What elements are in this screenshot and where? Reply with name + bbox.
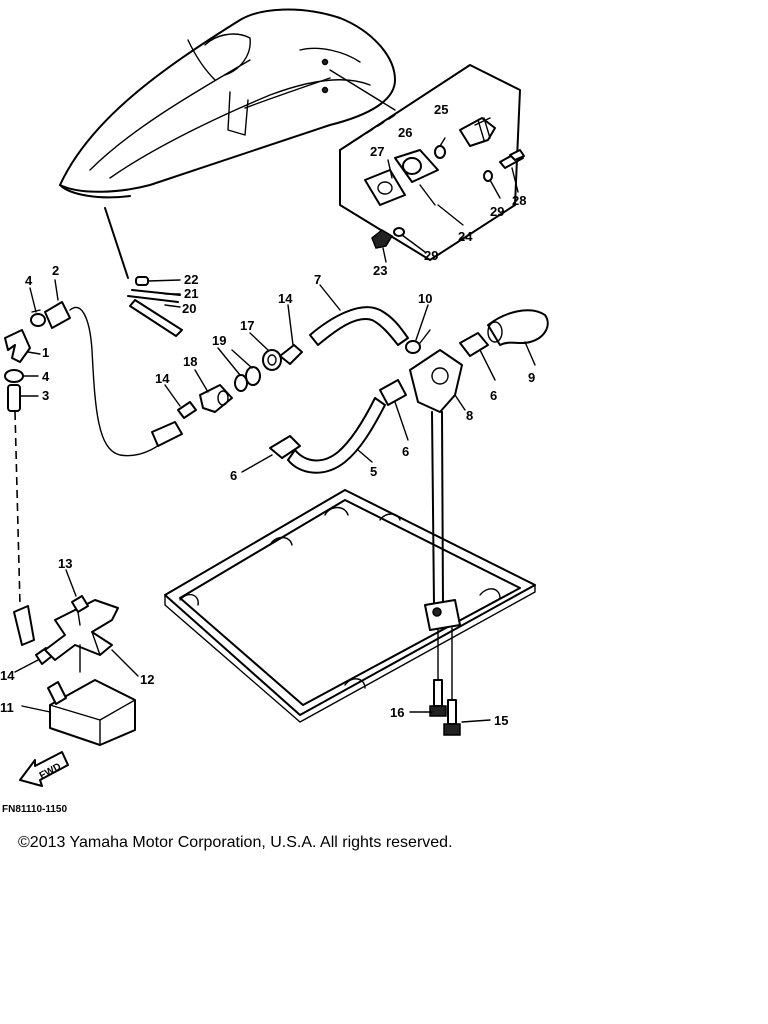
part-14-clamp-mid [279, 344, 303, 365]
label-part-3: 3 [42, 388, 49, 403]
part-4-clamp-lower [4, 369, 24, 383]
part-number-labels: 25 26 27 28 29 24 29 23 22 21 20 2 4 1 4… [0, 102, 535, 728]
part-13-screw [71, 595, 89, 626]
label-part-4-upper: 4 [25, 273, 33, 288]
label-part-28: 28 [512, 193, 526, 208]
part-3-pipe [7, 384, 21, 412]
part-7-hose [309, 306, 409, 346]
part-6-clamp-center [379, 379, 407, 406]
part-8-fitting [409, 349, 463, 413]
label-part-1: 1 [42, 345, 49, 360]
label-part-20: 20 [182, 301, 196, 316]
label-part-29-upper: 29 [490, 204, 504, 219]
part-26-washer [434, 145, 446, 159]
label-part-6-center: 6 [402, 444, 409, 459]
label-part-5: 5 [370, 464, 377, 479]
part-6-clamp-lower [269, 435, 301, 459]
part-23-nut [371, 229, 394, 249]
part-10-cap [405, 329, 431, 354]
part-15-bolt [443, 699, 461, 736]
label-part-23: 23 [373, 263, 387, 278]
part-6-clamp-right [459, 332, 489, 357]
part-14-clamp-left [177, 401, 197, 419]
part-28-bolt [499, 149, 525, 169]
fitting-group-outline [339, 64, 521, 261]
label-part-19: 19 [212, 333, 226, 348]
part-1-elbow [4, 329, 31, 363]
label-part-29-lower: 29 [424, 248, 438, 263]
part-12-bracket [44, 599, 119, 661]
part-11-filter-box [47, 679, 136, 746]
part-24-fitting [394, 149, 439, 206]
label-part-4-lower: 4 [42, 369, 50, 384]
label-part-16: 16 [390, 705, 404, 720]
figure-code: FN81110-1150 [2, 804, 67, 815]
part-19-washer-a [234, 374, 248, 392]
label-part-2: 2 [52, 263, 59, 278]
label-part-18: 18 [183, 354, 197, 369]
part-17-nut [262, 349, 282, 371]
label-part-17: 17 [240, 318, 254, 333]
watercraft-hull-drawing [59, 8, 396, 199]
part-16-bolt [429, 679, 447, 717]
label-part-10: 10 [418, 291, 432, 306]
part-9-elbow-hose [487, 309, 549, 346]
leader-lines [14, 117, 536, 723]
part-2-fitting [44, 301, 71, 329]
label-part-22: 22 [184, 272, 198, 287]
part-14-clamp-lower-left [13, 605, 35, 646]
part-25-nozzle [459, 117, 496, 147]
label-part-9: 9 [528, 370, 535, 385]
part-18-fitting [199, 384, 233, 413]
pipe-bracket [424, 599, 461, 701]
label-part-21: 21 [184, 286, 198, 301]
label-part-8: 8 [466, 408, 473, 423]
label-part-13: 13 [58, 556, 72, 571]
label-part-24: 24 [458, 229, 473, 244]
label-part-27: 27 [370, 144, 384, 159]
label-part-6-right: 6 [490, 388, 497, 403]
part-19-washer-b [245, 366, 261, 386]
label-part-6-lower: 6 [230, 468, 237, 483]
fwd-arrow-icon: FWD [19, 751, 69, 787]
part-4-clamp-upper [30, 309, 46, 327]
suction-pipe [431, 411, 444, 606]
part-29-washer-lower [393, 227, 405, 237]
label-part-26: 26 [398, 125, 412, 140]
label-part-7: 7 [314, 272, 321, 287]
label-part-14-top: 14 [278, 291, 293, 306]
part-5-hose [287, 397, 386, 474]
part-20-22-rods [104, 207, 183, 337]
label-part-12: 12 [140, 672, 154, 687]
engine-bed-frame [164, 489, 536, 723]
label-part-14-bottom: 14 [0, 668, 15, 683]
part-27-gasket [364, 169, 406, 206]
vent-tube [69, 306, 179, 457]
short-hose [151, 421, 183, 447]
label-part-14-left: 14 [155, 371, 170, 386]
part-29-washer-upper [483, 170, 493, 182]
label-part-11: 11 [0, 700, 14, 715]
label-part-25: 25 [434, 102, 448, 117]
copyright-notice: ©2013 Yamaha Motor Corporation, U.S.A. A… [18, 834, 453, 851]
label-part-15: 15 [494, 713, 508, 728]
